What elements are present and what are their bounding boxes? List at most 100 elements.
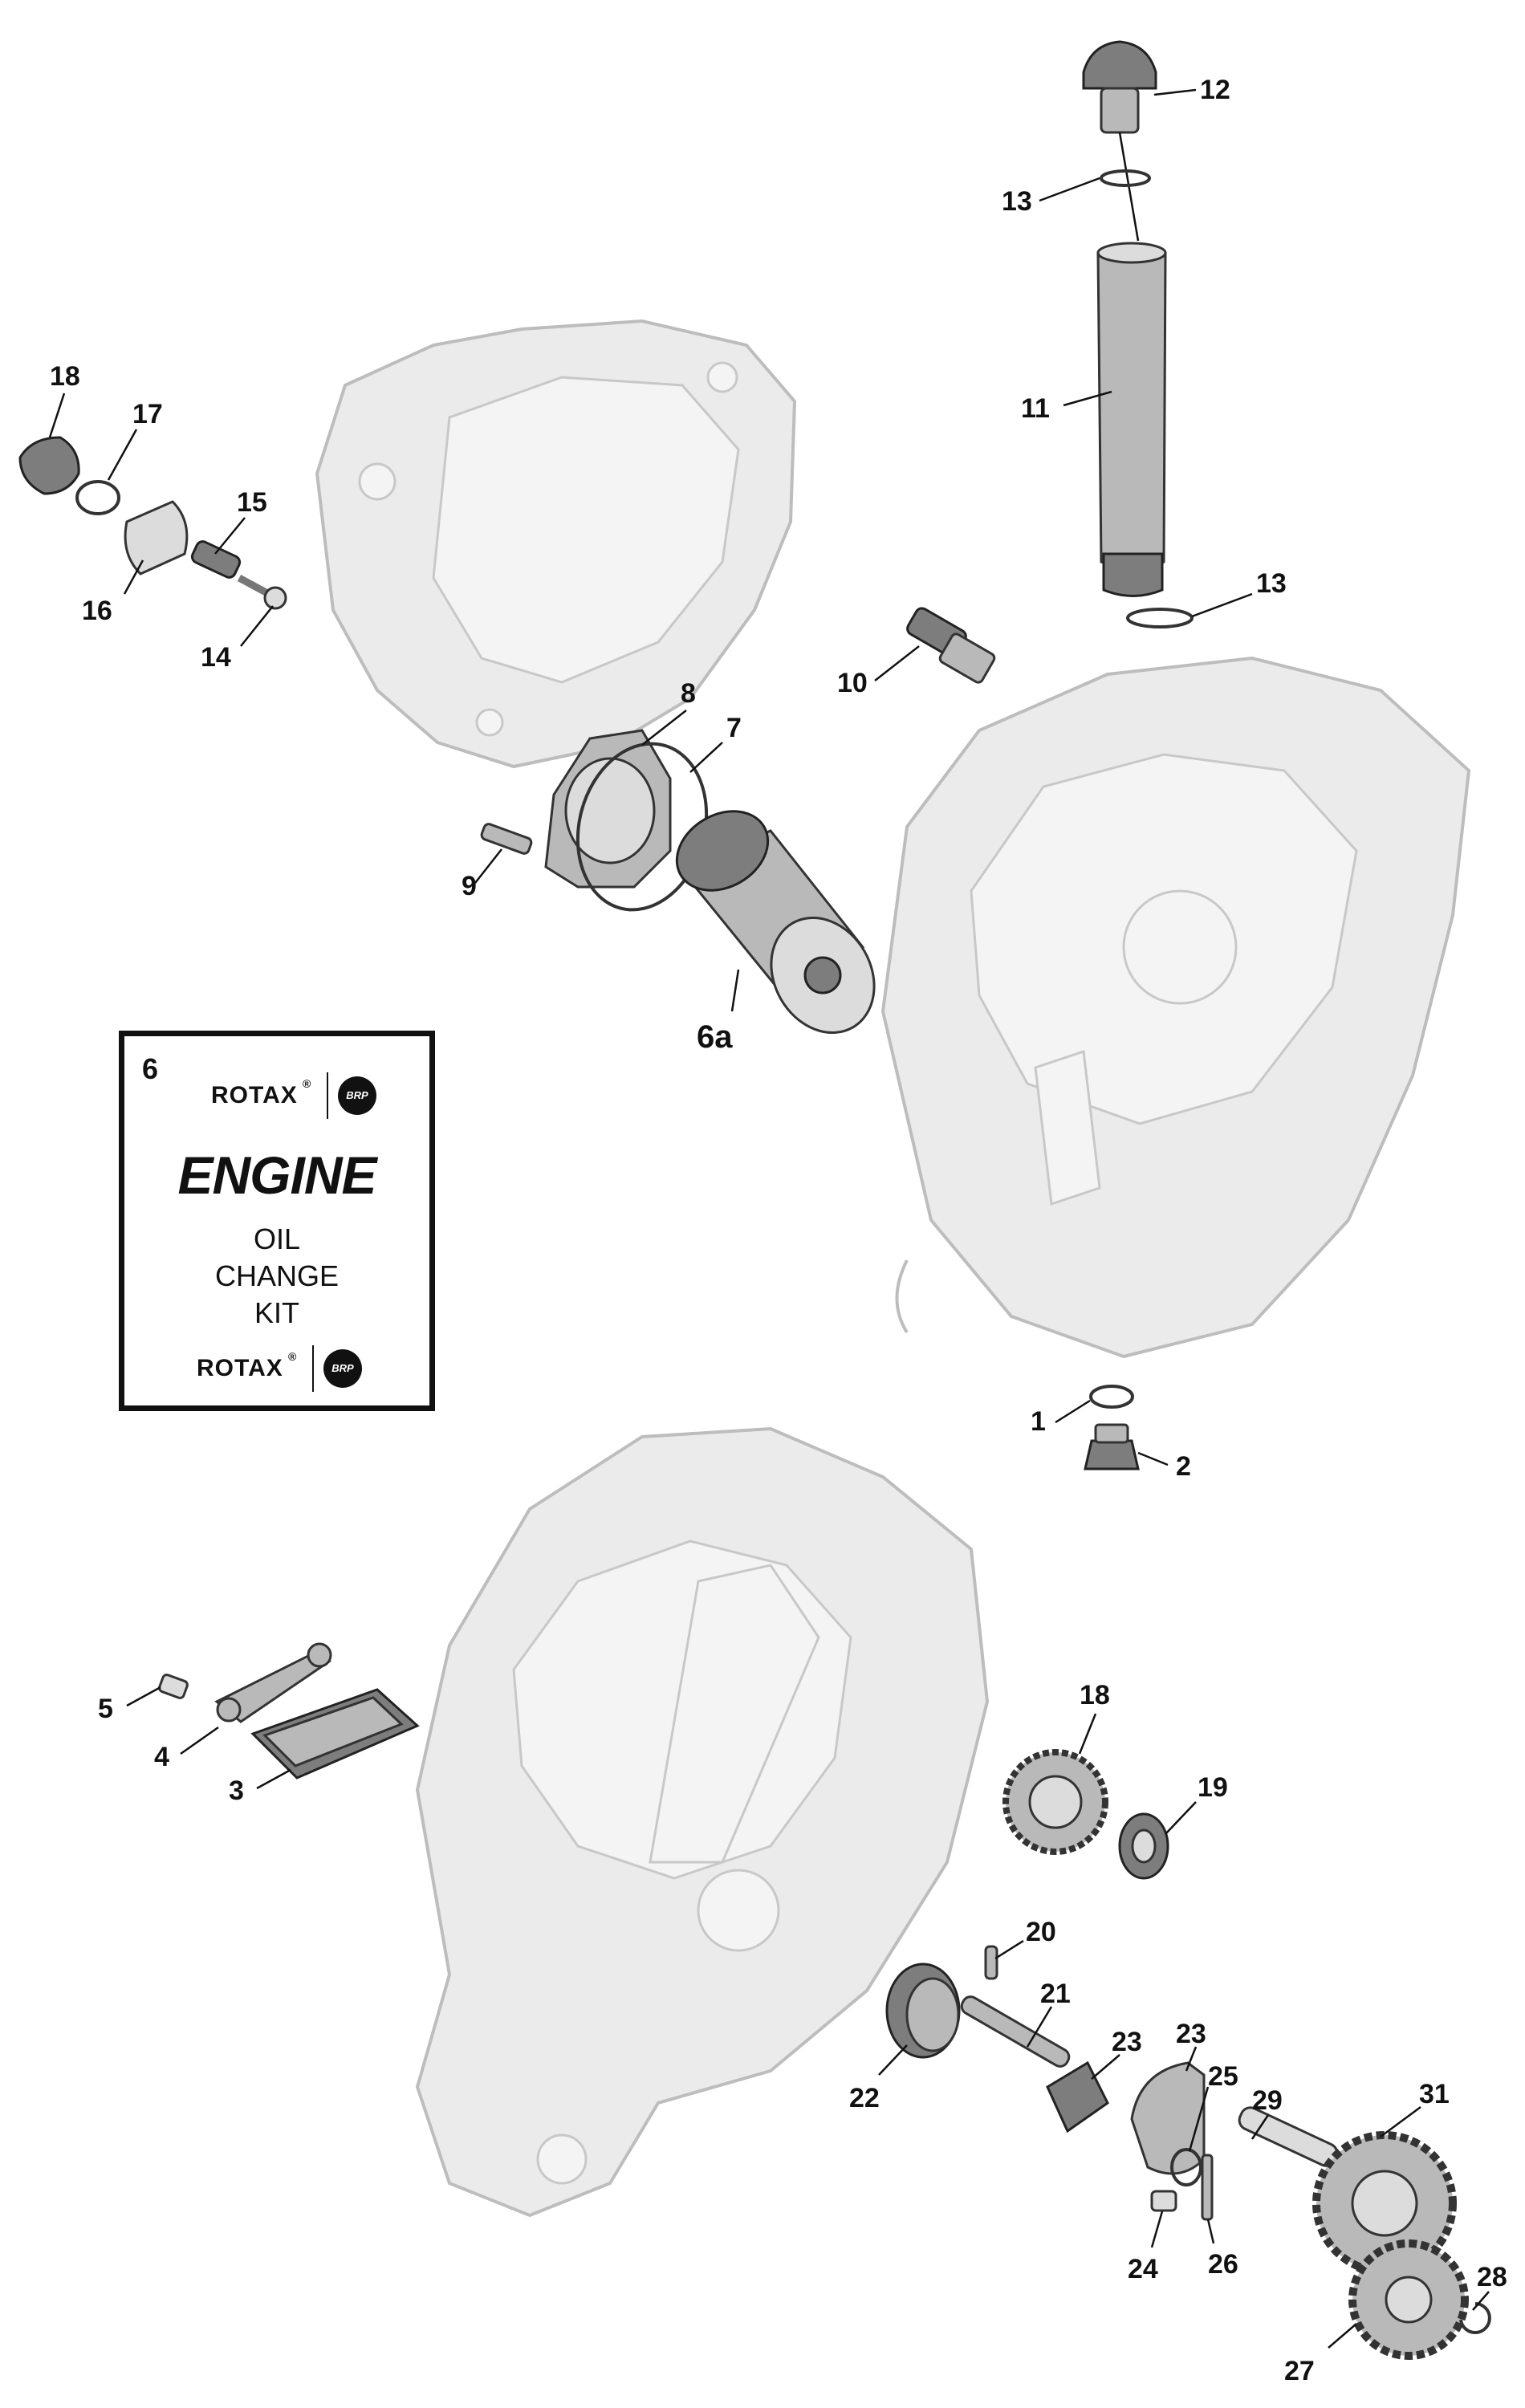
leader-13a [1039, 177, 1100, 202]
leader-18 [48, 393, 66, 438]
intermediate-gear [1312, 2131, 1457, 2276]
dowel-pin [984, 1945, 998, 1980]
pump-washer [1170, 2148, 1202, 2186]
leader-4 [180, 1726, 219, 1755]
leader-30 [1250, 2114, 1270, 2140]
bypass-valve-plug [18, 436, 80, 495]
dipstick-o-ring-top [1100, 169, 1151, 187]
logo-divider-bottom [312, 1345, 314, 1392]
callout-3: 3 [229, 1775, 244, 1806]
callout-5: 5 [98, 1694, 113, 1724]
callout-27: 26 [1208, 2249, 1238, 2280]
plug-o-ring [75, 480, 120, 515]
callout-25: 24 [1128, 2254, 1158, 2284]
callout-18: 18 [50, 361, 80, 392]
callout-11: 11 [1021, 393, 1050, 424]
cover-screw [480, 823, 533, 855]
crankcase-right [880, 656, 1471, 1359]
oil-pump-inner-rotor [1046, 2060, 1109, 2133]
leader-6a [730, 969, 740, 1012]
callout-14: 14 [201, 642, 231, 673]
crankcase-cover-upper [315, 319, 797, 769]
retaining-ring [1459, 2302, 1491, 2334]
callout-15: 15 [237, 487, 267, 518]
leader-8 [641, 710, 687, 746]
callout-12: 12 [1200, 75, 1230, 105]
leader-13b [1191, 592, 1253, 618]
callout-23-right: 23 [1112, 2027, 1142, 2057]
leader-24 [1185, 2046, 1198, 2072]
oil-pump-gear [1348, 2239, 1469, 2360]
oil-pump-shaft [960, 1995, 1071, 2068]
callout-28: 27 [1284, 2356, 1315, 2386]
callout-1: 1 [1031, 1406, 1046, 1437]
leader-14 [240, 605, 274, 647]
rotax-wordmark-bottom: ROTAX [197, 1355, 283, 1381]
callout-26: 25 [1208, 2061, 1238, 2092]
callout-2: 2 [1176, 1451, 1191, 1482]
drain-plug [1084, 1423, 1140, 1470]
callout-10: 10 [837, 668, 868, 698]
leader-23b [1091, 2054, 1120, 2080]
kit-line-change: CHANGE [214, 1259, 340, 1292]
oil-filter [675, 810, 876, 1035]
brp-badge-icon: BRP [338, 1076, 376, 1115]
rotax-logo-bottom: ROTAX ® BRP [124, 1345, 429, 1393]
leader-25 [1150, 2211, 1164, 2248]
oil-pump-cover [1130, 2061, 1206, 2175]
logo-divider [327, 1072, 328, 1119]
callout-21: 21 [1040, 1979, 1071, 2009]
bypass-valve-piston [124, 500, 189, 576]
callout-9: 9 [462, 871, 477, 901]
leader-2 [1137, 1451, 1169, 1466]
callout-17: 17 [132, 399, 163, 429]
dipstick-o-ring-bottom [1126, 608, 1194, 628]
leader-28 [1328, 2323, 1357, 2349]
pump-cover-screw [1150, 2190, 1177, 2212]
callout-20: 19 [1198, 1772, 1228, 1803]
leader-26 [1188, 2086, 1210, 2152]
oil-pressure-sensor [906, 607, 996, 684]
oil-pump-outer-rotor [885, 1963, 961, 2059]
callout-24: 23 [1176, 2019, 1206, 2049]
leader-19 [1078, 1713, 1097, 1755]
registered-mark-bottom: ® [288, 1350, 298, 1363]
leader-10 [874, 645, 920, 681]
registered-mark: ® [303, 1077, 312, 1090]
callout-13-top: 13 [1002, 186, 1032, 217]
roll-pin [1201, 2154, 1214, 2221]
leader-27 [1206, 2219, 1215, 2244]
leader-15 [214, 517, 246, 555]
callout-29: 28 [1477, 2262, 1507, 2292]
bypass-valve-bolt [237, 575, 287, 610]
leader-29 [1472, 2291, 1490, 2311]
oil-change-kit-box: 6 ROTAX ® BRP ENGINE OIL CHANGE KIT ROTA… [119, 1031, 435, 1411]
callout-22: 20 [1026, 1917, 1056, 1947]
callout-4: 4 [154, 1742, 169, 1772]
leader-11 [1063, 390, 1112, 407]
rotax-logo-top: ROTAX ® BRP [124, 1072, 429, 1121]
callout-31: 31 [1419, 2079, 1450, 2109]
kit-callout-number: 6 [142, 1052, 159, 1085]
shaft-seal [1118, 1812, 1169, 1880]
leader-lines [48, 88, 1490, 2349]
leader-21 [1026, 2006, 1053, 2048]
oil-strainer-screen [250, 1688, 420, 1780]
callout-13-bottom: 13 [1256, 568, 1287, 599]
leader-1 [1055, 1399, 1091, 1424]
callout-23-left: 22 [849, 2083, 880, 2113]
rotax-wordmark: ROTAX [211, 1082, 298, 1108]
pump-drive-gear [1002, 1749, 1108, 1855]
bypass-valve-spring [190, 540, 242, 579]
crankcase-left [415, 1426, 990, 2218]
leader-5 [126, 1686, 161, 1707]
leader-12 [1153, 88, 1197, 96]
drain-plug-gasket [1089, 1385, 1134, 1409]
kit-line-kit: KIT [254, 1296, 299, 1329]
kit-title: ENGINE [177, 1145, 376, 1205]
callout-19: 18 [1080, 1680, 1110, 1710]
leader-31 [1380, 2105, 1421, 2138]
kit-line-oil: OIL [253, 1222, 301, 1255]
leader-16 [123, 559, 144, 595]
